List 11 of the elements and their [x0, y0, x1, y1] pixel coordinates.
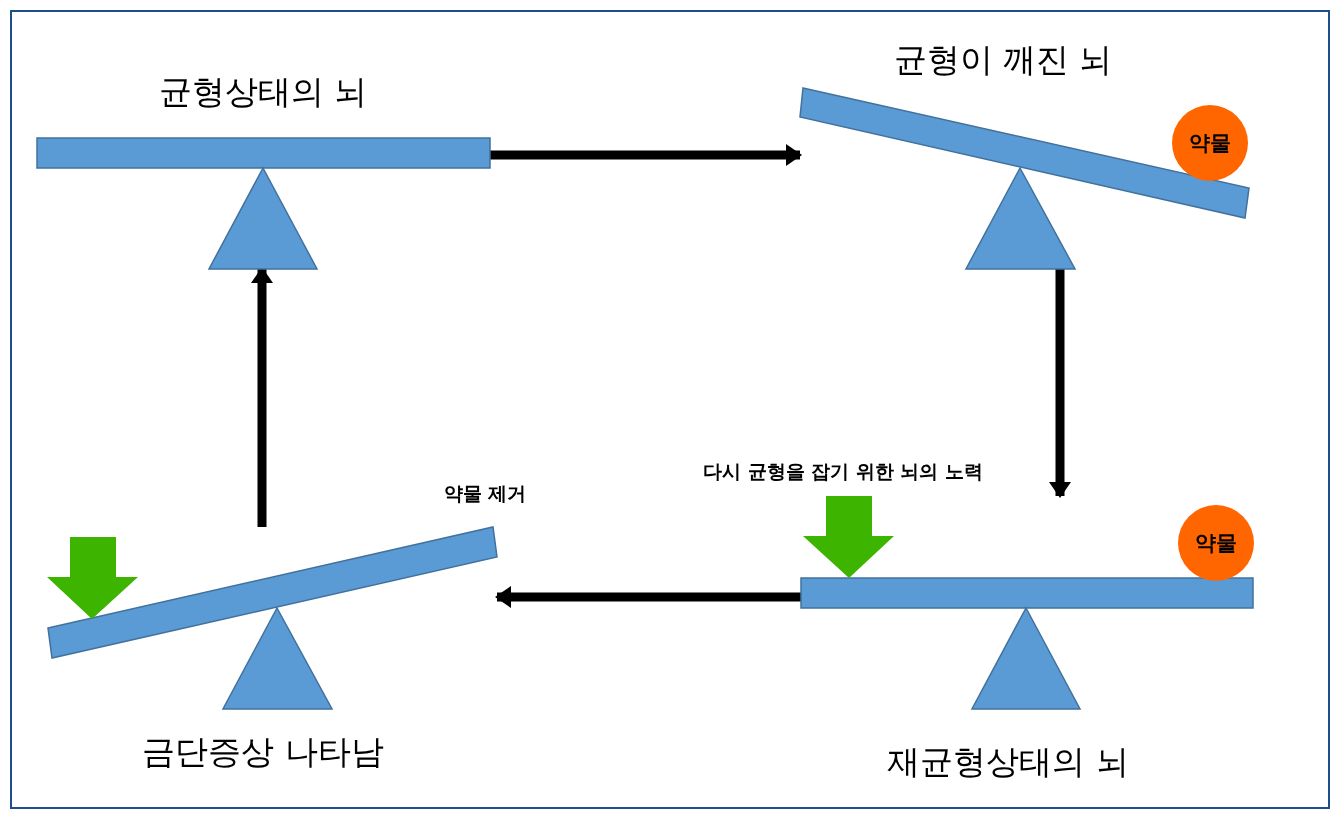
note-text: 약물 제거: [443, 482, 527, 505]
arrow: [495, 586, 801, 608]
state-heading: 균형이 깨진 뇌: [893, 40, 1113, 80]
drug-ball: 약물: [1178, 505, 1254, 581]
state-heading: 재균형상태의 뇌: [887, 742, 1129, 782]
arrow: [1049, 269, 1071, 498]
arrow: [490, 144, 802, 166]
state-heading: 균형상태의 뇌: [158, 72, 368, 112]
note-text: 다시 균형을 잡기 위한 뇌의 노력: [702, 460, 984, 483]
state-heading: 금단증상 나타남: [142, 732, 384, 772]
drug-ball: 약물: [1172, 105, 1248, 181]
